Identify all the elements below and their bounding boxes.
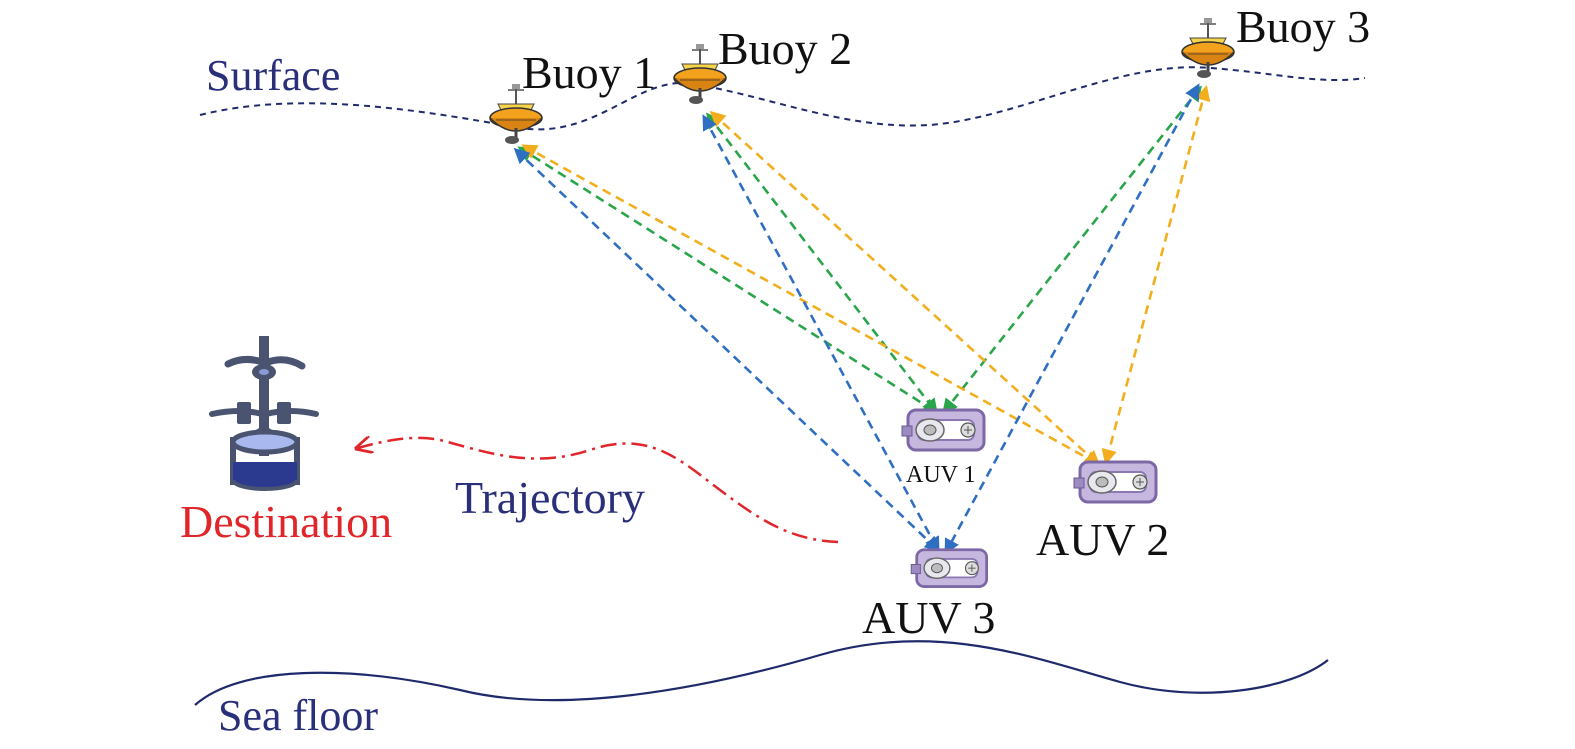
trajectory-path xyxy=(358,438,839,544)
link-buoy1-auv1 xyxy=(517,146,939,414)
link-buoy3-auv3 xyxy=(944,83,1200,555)
sea-floor-label: Sea floor xyxy=(218,691,378,740)
link-buoy1-auv2 xyxy=(521,144,1101,466)
auv-2-label: AUV 2 xyxy=(1036,514,1169,565)
link-buoy3-auv2 xyxy=(1101,84,1211,466)
surface-line xyxy=(199,66,1366,131)
destination-dock-icon xyxy=(209,336,319,491)
auv-2-icon xyxy=(1072,460,1158,504)
auv-1-icon xyxy=(900,408,986,452)
auv-3-icon xyxy=(909,548,989,588)
buoy-2-label: Buoy 2 xyxy=(718,23,852,74)
link-buoy2-auv3 xyxy=(702,114,940,553)
destination-label: Destination xyxy=(180,496,392,547)
auv-3-label: AUV 3 xyxy=(862,592,995,643)
sea-floor-line xyxy=(194,640,1329,706)
auv-1-label: AUV 1 xyxy=(906,462,976,488)
buoy-3-label: Buoy 3 xyxy=(1236,1,1370,52)
buoy-1-label: Buoy 1 xyxy=(522,47,656,98)
surface-label: Surface xyxy=(206,51,340,100)
link-buoy2-auv1 xyxy=(706,112,938,415)
trajectory-label: Trajectory xyxy=(455,472,645,523)
acoustic-links xyxy=(513,83,1211,555)
